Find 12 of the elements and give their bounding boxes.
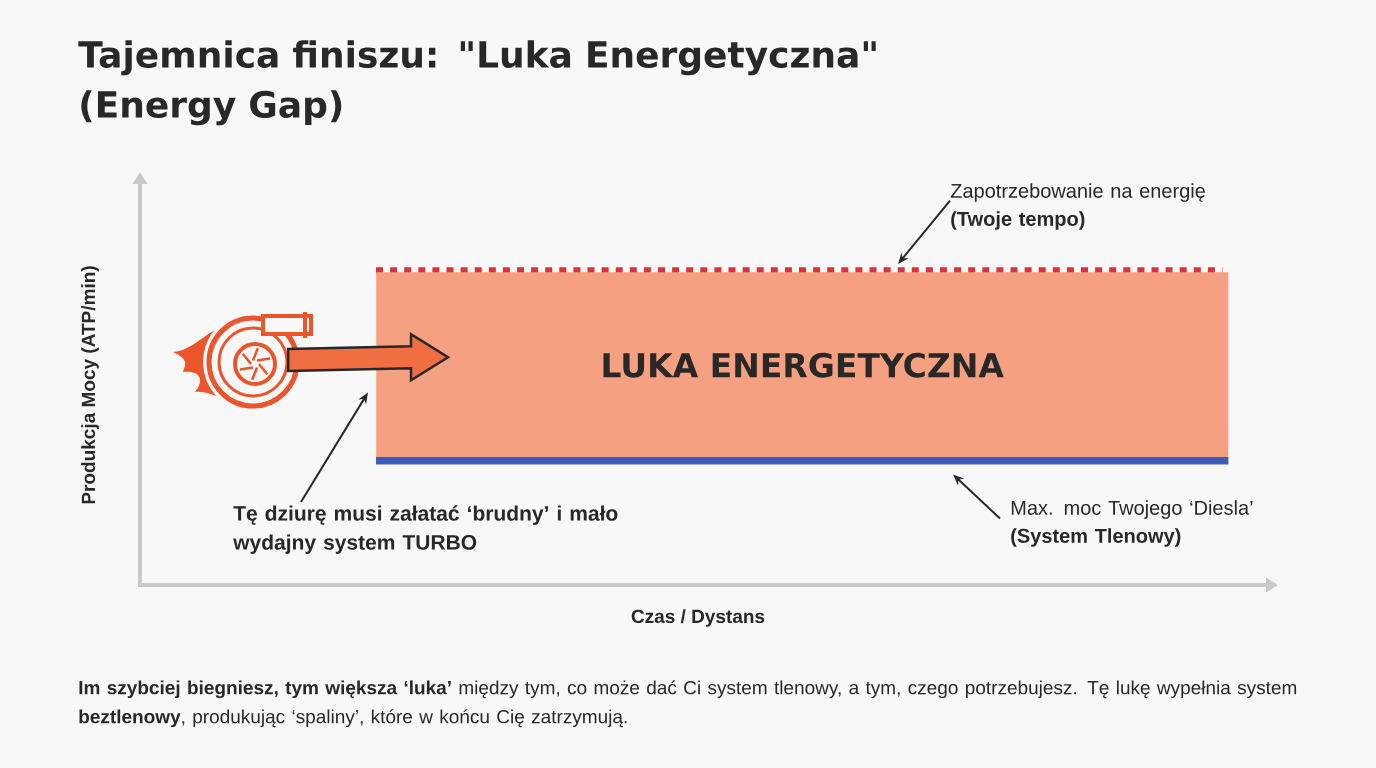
annotation-text: Max. moc Twojego ‘Diesla’ (System Tlenowy) — [1011, 500, 1253, 547]
gap-box: LUKA ENERGETYCZNA — [376, 272, 1229, 459]
block-arrow — [286, 331, 451, 383]
leader-line — [898, 199, 951, 264]
annotation-text: Zapotrzebowanie na energię (Twoje tempo) — [950, 183, 1205, 230]
annotation-text: Tę dziurę musi załatać ‘brudny’ i mało wydajny system TURBO — [233, 505, 618, 554]
baseline-bar — [376, 457, 1229, 465]
title: Tajemnica finiszu: "Luka Energetyczna" (Energy Gap) — [78, 40, 876, 126]
caption: Im szybciej biegniesz, tym większa ‘luka’ między tym, co może dać Ci system tlenowy, a tym, czego potrzebujesz. Tę lukę wypełnia system beztlenowy, produkując ‘spaliny’, które w końcu Cię zatrzymują. — [79, 680, 1297, 728]
turbocharger-drawing — [173, 312, 313, 412]
x-axis-label: Czas / Dystans — [631, 609, 765, 627]
y-axis-label: Produkcja Mocy (ATP/min) — [81, 266, 99, 504]
